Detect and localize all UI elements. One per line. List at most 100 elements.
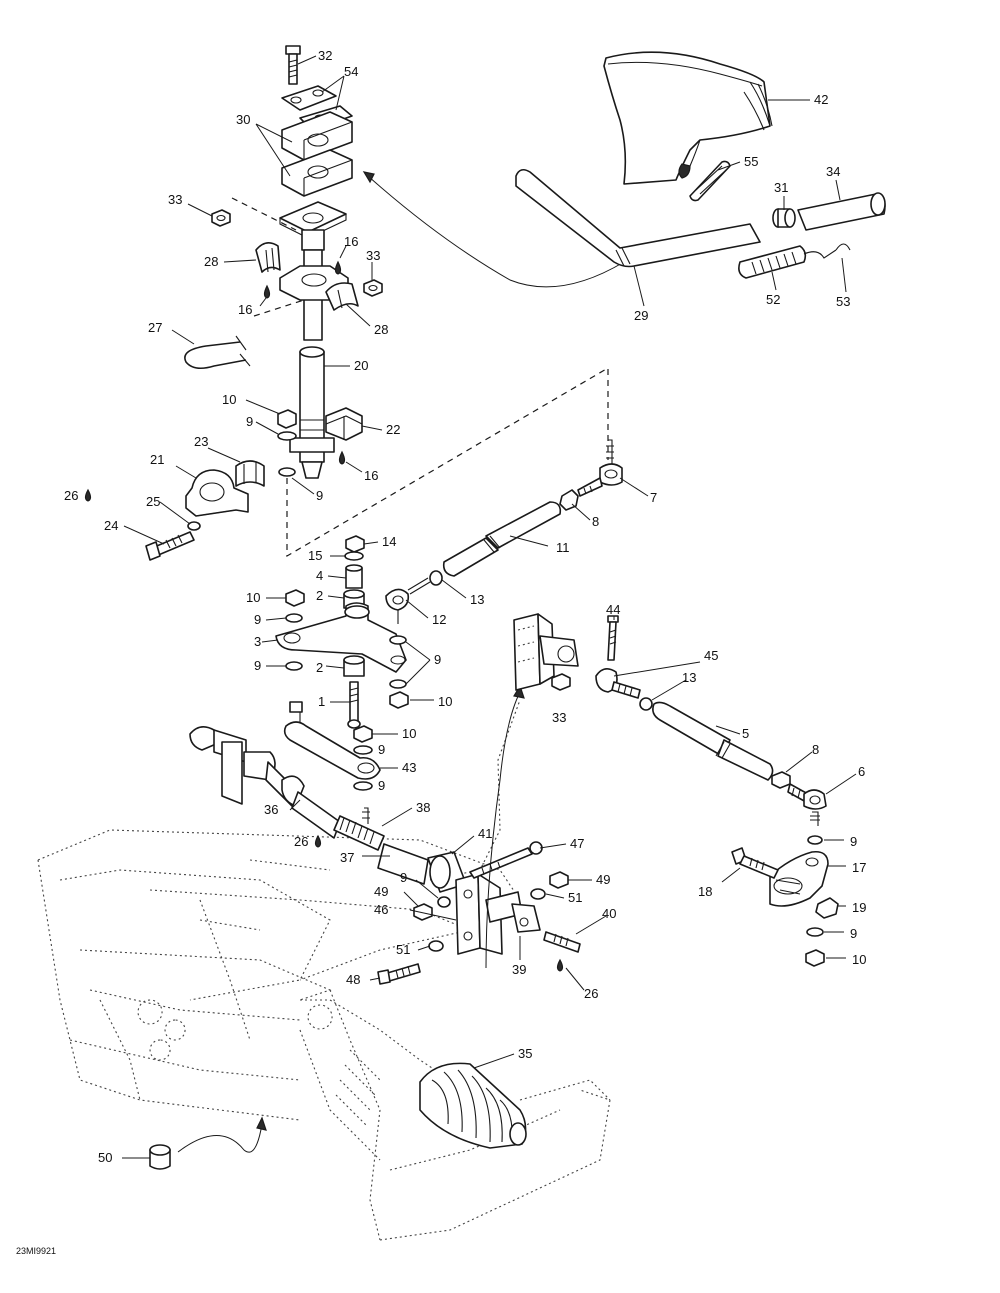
callout-21: 21 bbox=[150, 452, 164, 467]
nut-8-lower bbox=[771, 771, 791, 789]
nut-10-pitman bbox=[285, 589, 305, 607]
callout-40: 40 bbox=[602, 906, 616, 921]
callout-41: 41 bbox=[478, 826, 492, 841]
bolt-32 bbox=[285, 45, 301, 85]
callout-26: 26 bbox=[294, 834, 308, 849]
callout-10: 10 bbox=[438, 694, 452, 709]
nut-10-right bbox=[389, 691, 409, 709]
callout-14: 14 bbox=[382, 534, 396, 549]
callout-34: 34 bbox=[826, 164, 840, 179]
tie-rod-11 bbox=[442, 501, 562, 577]
bushing-22 bbox=[325, 407, 363, 441]
callout-10: 10 bbox=[852, 952, 866, 967]
callout-15: 15 bbox=[308, 548, 322, 563]
washer-9-link-a bbox=[353, 745, 373, 755]
washer-9-right-upper bbox=[807, 835, 823, 845]
washer-25 bbox=[187, 521, 201, 531]
callout-10: 10 bbox=[402, 726, 416, 741]
ball-joint-7 bbox=[577, 439, 623, 497]
handlebar-arrow bbox=[367, 175, 625, 288]
grease-16-c bbox=[338, 450, 346, 465]
callout-45: 45 bbox=[704, 648, 718, 663]
callout-9: 9 bbox=[378, 742, 385, 757]
grip-34 bbox=[797, 192, 886, 231]
washer-51-right bbox=[530, 888, 546, 900]
alignment-line-c bbox=[286, 366, 609, 558]
ball-end-45 bbox=[595, 668, 641, 699]
linkage-assembly bbox=[189, 439, 623, 985]
grease-16-a bbox=[263, 284, 271, 299]
washer-9-column bbox=[277, 431, 297, 441]
figure-code: 23MI9921 bbox=[16, 1246, 56, 1256]
grease-26-b bbox=[314, 834, 322, 848]
callout-10: 10 bbox=[246, 590, 260, 605]
callout-9: 9 bbox=[316, 488, 323, 503]
callout-9: 9 bbox=[246, 414, 253, 429]
callout-26: 26 bbox=[584, 986, 598, 1001]
callout-54: 54 bbox=[344, 64, 358, 79]
washer-9-link-b bbox=[353, 781, 373, 791]
callout-17: 17 bbox=[852, 860, 866, 875]
u-bolt-27 bbox=[184, 335, 251, 370]
callout-8: 8 bbox=[812, 742, 819, 757]
callout-16: 16 bbox=[344, 234, 358, 249]
grommet-50 bbox=[149, 1116, 267, 1170]
alignment-line-a bbox=[231, 197, 297, 231]
bolt-18 bbox=[731, 847, 779, 879]
nut-10-right-lower bbox=[805, 949, 825, 967]
link-arm-43 bbox=[283, 701, 381, 780]
callout-2: 2 bbox=[316, 588, 323, 603]
tie-end-12 bbox=[385, 577, 431, 624]
nut-14 bbox=[345, 535, 365, 553]
callout-33: 33 bbox=[366, 248, 380, 263]
callout-9: 9 bbox=[378, 778, 385, 793]
callout-23: 23 bbox=[194, 434, 208, 449]
washer-9-bracket bbox=[437, 896, 451, 908]
grease-16-b bbox=[334, 260, 342, 275]
bolt-1 bbox=[347, 681, 361, 729]
clamp-30 bbox=[281, 111, 353, 197]
callout-2: 2 bbox=[316, 660, 323, 675]
callout-29: 29 bbox=[634, 308, 648, 323]
callout-9: 9 bbox=[850, 834, 857, 849]
bolt-47 bbox=[469, 841, 543, 879]
callout-28: 28 bbox=[204, 254, 218, 269]
callout-6: 6 bbox=[858, 764, 865, 779]
half-bushing-28-right bbox=[325, 282, 359, 311]
washer-9-pitman-top bbox=[285, 613, 303, 623]
pitman-arm-3 bbox=[275, 602, 407, 673]
callout-50: 50 bbox=[98, 1150, 112, 1165]
callout-27: 27 bbox=[148, 320, 162, 335]
callout-19: 19 bbox=[852, 900, 866, 915]
callout-51: 51 bbox=[568, 890, 582, 905]
mount-arrow bbox=[485, 691, 521, 969]
callout-47: 47 bbox=[570, 836, 584, 851]
washer-9-lower bbox=[278, 467, 296, 477]
callout-30: 30 bbox=[236, 112, 250, 127]
callout-53: 53 bbox=[836, 294, 850, 309]
washer-9-right-lower bbox=[806, 927, 824, 937]
bolt-44 bbox=[607, 615, 619, 661]
steering-column-20 bbox=[289, 346, 335, 463]
callout-20: 20 bbox=[354, 358, 368, 373]
nut-49-left bbox=[413, 903, 433, 921]
callout-24: 24 bbox=[104, 518, 118, 533]
washer-13-right bbox=[639, 697, 653, 711]
steering-arm-17 bbox=[769, 850, 829, 907]
nut-33 bbox=[211, 209, 231, 227]
callout-35: 35 bbox=[518, 1046, 532, 1061]
callout-9: 9 bbox=[254, 658, 261, 673]
handlebar-29 bbox=[515, 168, 761, 268]
leader-lines bbox=[122, 55, 857, 1159]
callout-12: 12 bbox=[432, 612, 446, 627]
callout-36: 36 bbox=[264, 802, 278, 817]
washer-15 bbox=[344, 551, 364, 561]
washer-9-right-b bbox=[389, 679, 407, 689]
handlebar-pad-42 bbox=[603, 51, 773, 185]
washer-9-right-a bbox=[389, 635, 407, 645]
callout-43: 43 bbox=[402, 760, 416, 775]
callout-9: 9 bbox=[434, 652, 441, 667]
callout-9: 9 bbox=[254, 612, 261, 627]
callout-31: 31 bbox=[774, 180, 788, 195]
